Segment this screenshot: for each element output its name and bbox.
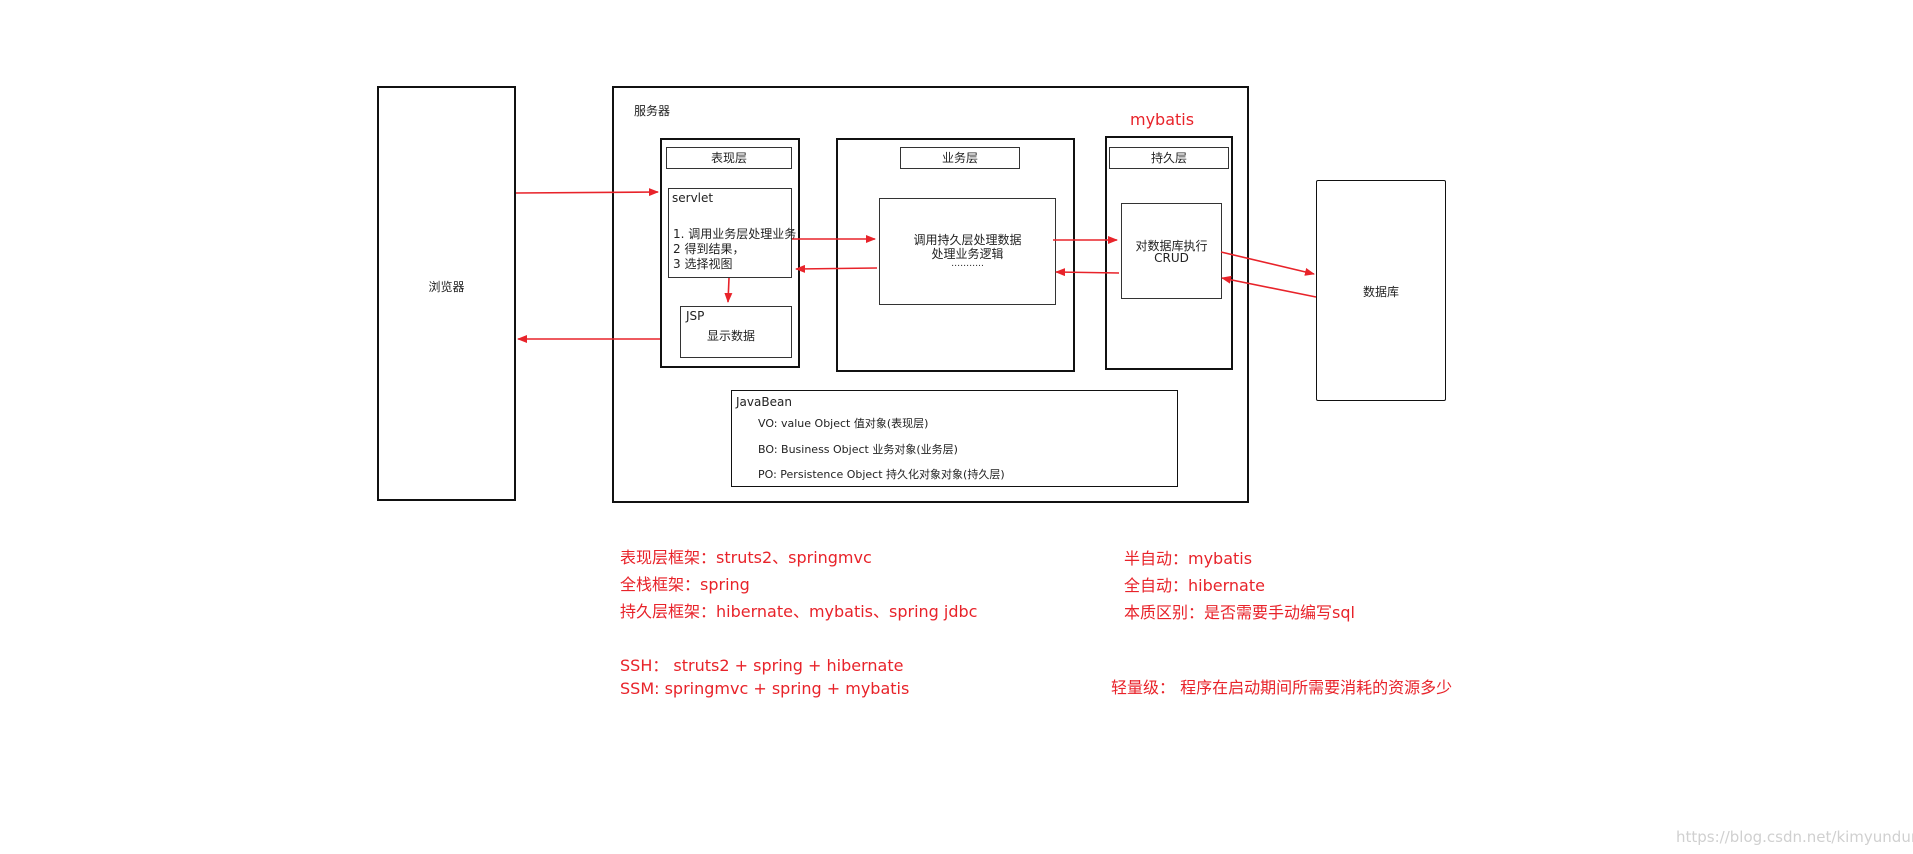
note-presentation-frameworks: 表现层框架：struts2、springmvc <box>620 548 872 567</box>
business-inner-box: 调用持久层处理数据 处理业务逻辑 ……….. <box>879 198 1056 305</box>
note-essential-difference: 本质区别：是否需要手动编写sql <box>1124 603 1355 622</box>
servlet-line-1: 1. 调用业务层处理业务 <box>673 227 797 241</box>
note-semi-auto: 半自动：mybatis <box>1124 549 1253 568</box>
javabean-title: JavaBean <box>736 395 792 409</box>
note-fullstack-framework: 全栈框架：spring <box>620 575 750 594</box>
database-box: 数据库 <box>1316 180 1446 401</box>
presentation-title: 表现层 <box>666 147 792 169</box>
business-line-2: 处理业务逻辑 <box>931 247 1004 261</box>
presentation-layer: 表现层 servlet 1. 调用业务层处理业务 2 得到结果， 3 选择视图 … <box>660 138 800 368</box>
servlet-line-2: 2 得到结果， <box>673 242 745 256</box>
jsp-text: 显示数据 <box>707 329 756 343</box>
business-layer: 业务层 调用持久层处理数据 处理业务逻辑 ……….. <box>836 138 1075 372</box>
business-line-3: ……….. <box>951 259 984 269</box>
persistence-layer: 持久层 对数据库执行 CRUD <box>1105 136 1233 370</box>
jsp-box: JSP 显示数据 <box>680 306 792 358</box>
business-title: 业务层 <box>900 147 1020 169</box>
browser-label: 浏览器 <box>428 280 465 294</box>
javabean-box: JavaBean VO: value Object 值对象(表现层) BO: B… <box>731 390 1178 487</box>
note-persistence-frameworks: 持久层框架：hibernate、mybatis、spring jdbc <box>620 602 978 621</box>
javabean-line-bo: BO: Business Object 业务对象(业务层) <box>758 443 958 456</box>
javabean-line-po: PO: Persistence Object 持久化对象对象(持久层) <box>758 468 1005 481</box>
persistence-inner-box: 对数据库执行 CRUD <box>1121 203 1222 299</box>
javabean-line-vo: VO: value Object 值对象(表现层) <box>758 417 929 430</box>
jsp-title: JSP <box>686 309 705 323</box>
server-label: 服务器 <box>634 104 671 118</box>
watermark: https://blog.csdn.net/kimyundung <box>1676 828 1913 846</box>
note-ssh: SSH： struts2 + spring + hibernate <box>620 656 904 675</box>
persistence-line-2: CRUD <box>1154 251 1189 265</box>
servlet-line-3: 3 选择视图 <box>673 257 733 271</box>
persistence-line-1: 对数据库执行 <box>1135 239 1208 253</box>
note-ssm: SSM: springmvc + spring + mybatis <box>620 679 910 698</box>
servlet-box: servlet 1. 调用业务层处理业务 2 得到结果， 3 选择视图 <box>668 188 796 278</box>
database-label: 数据库 <box>1362 285 1399 299</box>
business-line-1: 调用持久层处理数据 <box>913 233 1022 247</box>
note-full-auto: 全自动：hibernate <box>1124 576 1265 595</box>
browser-box: 浏览器 <box>377 86 516 501</box>
persistence-title: 持久层 <box>1109 147 1229 169</box>
servlet-title: servlet <box>672 191 714 205</box>
note-lightweight: 轻量级： 程序在启动期间所需要消耗的资源多少 <box>1111 678 1453 697</box>
mybatis-label: mybatis <box>1130 110 1195 129</box>
